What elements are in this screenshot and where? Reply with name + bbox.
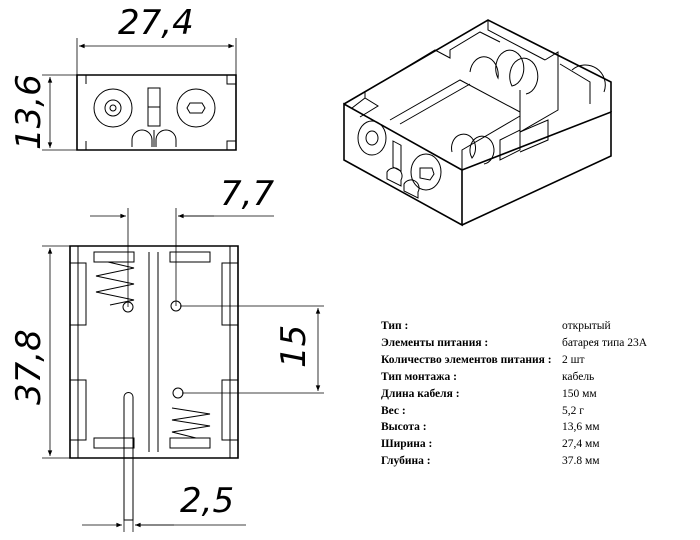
- spec-label: Длина кабеля :: [381, 387, 460, 400]
- spec-row: Ширина : 27,4 мм: [381, 436, 681, 453]
- spec-label: Элементы питания :: [381, 336, 489, 349]
- spec-label: Тип монтажа :: [381, 370, 457, 383]
- spec-value: 13,6 мм: [562, 421, 600, 434]
- spec-table: Тип : открытый Элементы питания : батарея …: [381, 318, 681, 470]
- spec-label: Глубина :: [381, 455, 431, 468]
- spec-label: Высота :: [381, 421, 427, 434]
- spec-label: Количество элементов питания :: [381, 353, 552, 366]
- top-view: [69, 245, 239, 521]
- spec-value: батарея типа 23А: [562, 336, 648, 349]
- spec-row: Тип : открытый: [381, 318, 681, 335]
- spec-label: Ширина :: [381, 438, 433, 451]
- dim-lead: 2,5: [82, 481, 246, 532]
- dim-offset: 7,7: [90, 174, 274, 307]
- end-view: [76, 74, 237, 151]
- spec-value: 27,4 мм: [562, 438, 600, 451]
- spec-value: 2 шт: [562, 353, 585, 366]
- spec-value: открытый: [562, 320, 611, 332]
- spec-label: Тип :: [381, 320, 409, 332]
- dim-length-label: 37,8: [9, 329, 49, 405]
- spec-row: Глубина : 37.8 мм: [381, 453, 681, 470]
- spec-row: Вес : 5,2 г: [381, 403, 681, 420]
- dim-height-top: 13,6: [9, 74, 77, 151]
- dim-offset-label: 7,7: [220, 174, 274, 214]
- spec-row: Количество элементов питания : 2 шт: [381, 352, 681, 369]
- isometric-view: [343, 19, 612, 227]
- spec-row: Элементы питания : батарея типа 23А: [381, 335, 681, 352]
- spec-value: 37.8 мм: [562, 455, 600, 468]
- spec-row: Высота : 13,6 мм: [381, 419, 681, 436]
- dim-width-top: 27,4: [76, 3, 237, 75]
- dim-height-top-label: 13,6: [9, 74, 49, 150]
- spec-value: 5,2 г: [562, 404, 584, 417]
- dim-length: 37,8: [9, 245, 70, 459]
- spec-value: кабель: [562, 370, 595, 383]
- dim-spacing: 15: [180, 305, 324, 394]
- dim-width-top-label: 27,4: [118, 3, 194, 43]
- spec-row: Тип монтажа : кабель: [381, 369, 681, 386]
- dim-lead-label: 2,5: [180, 481, 234, 521]
- dim-spacing-label: 15: [274, 325, 314, 368]
- spec-label: Вес :: [381, 404, 406, 417]
- spec-row: Длина кабеля : 150 мм: [381, 386, 681, 403]
- spec-value: 150 мм: [562, 387, 597, 400]
